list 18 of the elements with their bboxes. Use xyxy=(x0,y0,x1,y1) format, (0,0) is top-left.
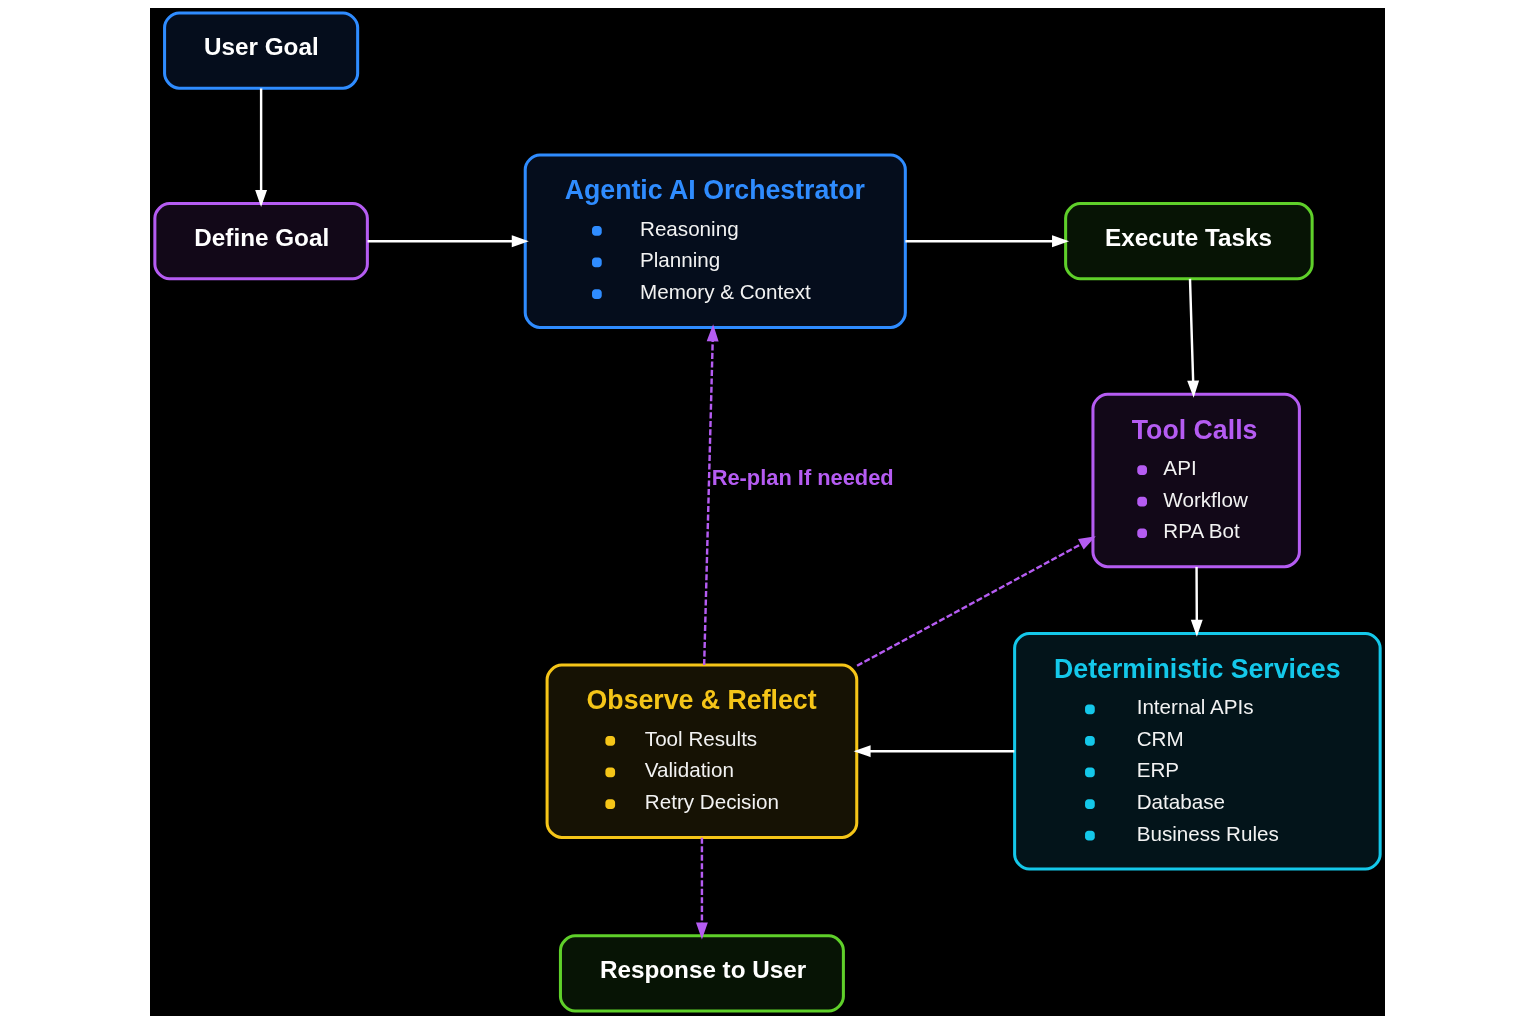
arrow xyxy=(695,837,708,940)
arrow xyxy=(905,235,1070,248)
node-box: Agentic AI Orchestrator Reasoning Planning Memory & Context xyxy=(523,153,907,329)
arrow xyxy=(1187,278,1200,398)
edge-label: Re-plan If needed xyxy=(711,464,894,490)
arrow xyxy=(1190,566,1203,637)
arrow xyxy=(853,745,1015,758)
node-box: Tool Calls API Workflow RPA Bot xyxy=(1091,392,1301,569)
node-box: Observe & Reflect Tool Results Validation Retry Decision xyxy=(545,663,859,839)
node-box: Execute Tasks xyxy=(1064,202,1314,281)
arrow xyxy=(255,88,268,207)
node-box: User Goal xyxy=(163,11,360,90)
node-box: Deterministic Services Internal APIs CRM ERP Database Business Rules xyxy=(1013,631,1382,871)
arrow xyxy=(856,536,1096,667)
node-box: Define Goal xyxy=(153,202,369,281)
arrow xyxy=(367,235,529,248)
arrow xyxy=(702,324,719,665)
node-box: Response to User xyxy=(558,934,845,1013)
